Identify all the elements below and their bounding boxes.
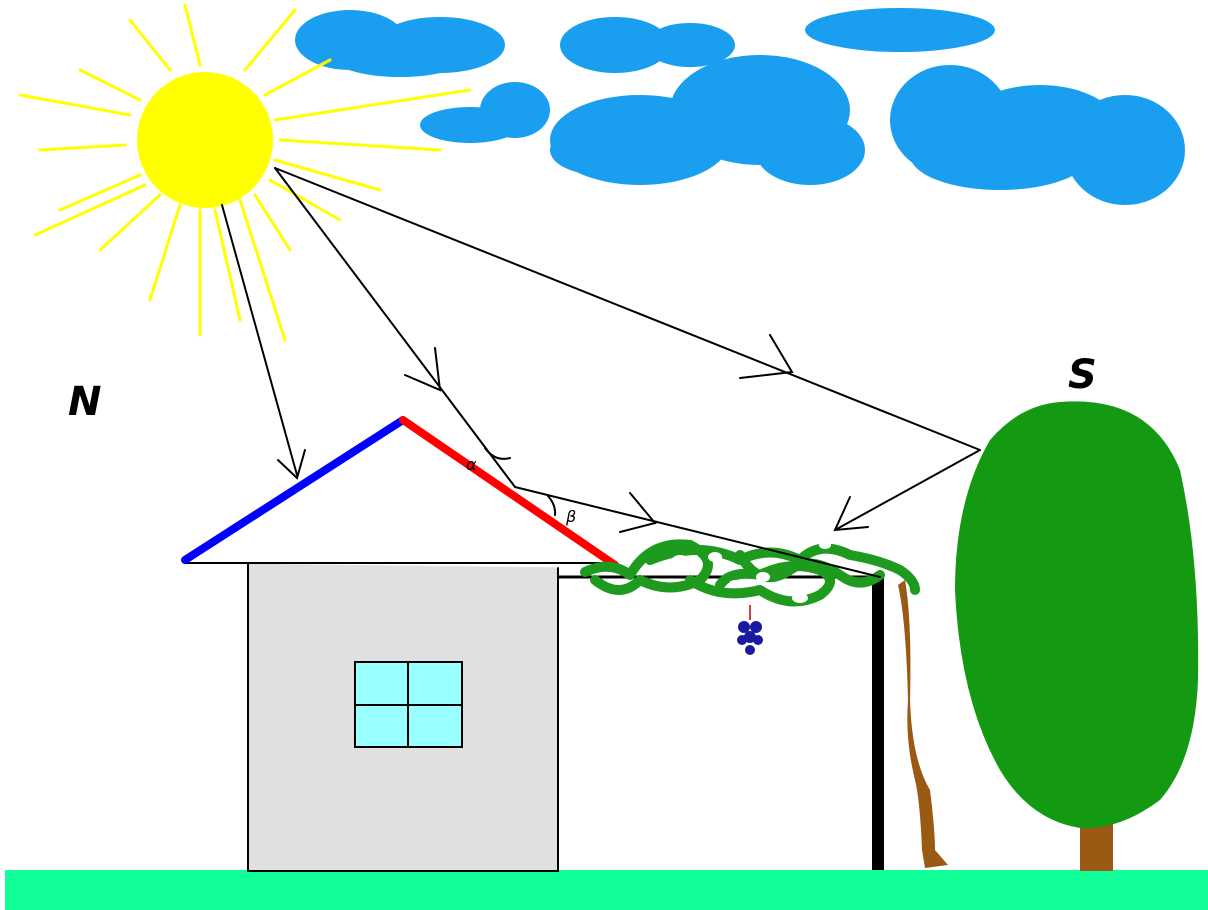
window (355, 662, 462, 747)
clouds (295, 8, 1185, 205)
ray-incident-arrowhead (405, 348, 440, 390)
ray-reflected-arrowhead (620, 493, 655, 532)
grapes-icon (737, 605, 763, 655)
cloud-1 (295, 10, 505, 77)
angle-beta-arc (548, 496, 555, 515)
roof-gable (185, 420, 615, 568)
cloud-2 (560, 17, 735, 73)
ground (5, 870, 1208, 910)
beta-label: β (565, 507, 576, 526)
north-label: N (68, 379, 101, 425)
cloud-4 (420, 82, 550, 143)
cloud-6 (890, 65, 1185, 205)
tree-icon (955, 401, 1198, 871)
angle-alpha-arc (485, 448, 510, 459)
cloud-5 (550, 55, 865, 185)
sun-disk (137, 72, 273, 208)
ray-tree-reflected (835, 450, 980, 530)
cloud-3 (805, 8, 995, 52)
vine-trunk (898, 580, 948, 868)
roof (185, 420, 615, 568)
tree-crown (955, 401, 1198, 828)
south-label: S (1068, 352, 1097, 398)
alpha-label: α (466, 455, 477, 474)
